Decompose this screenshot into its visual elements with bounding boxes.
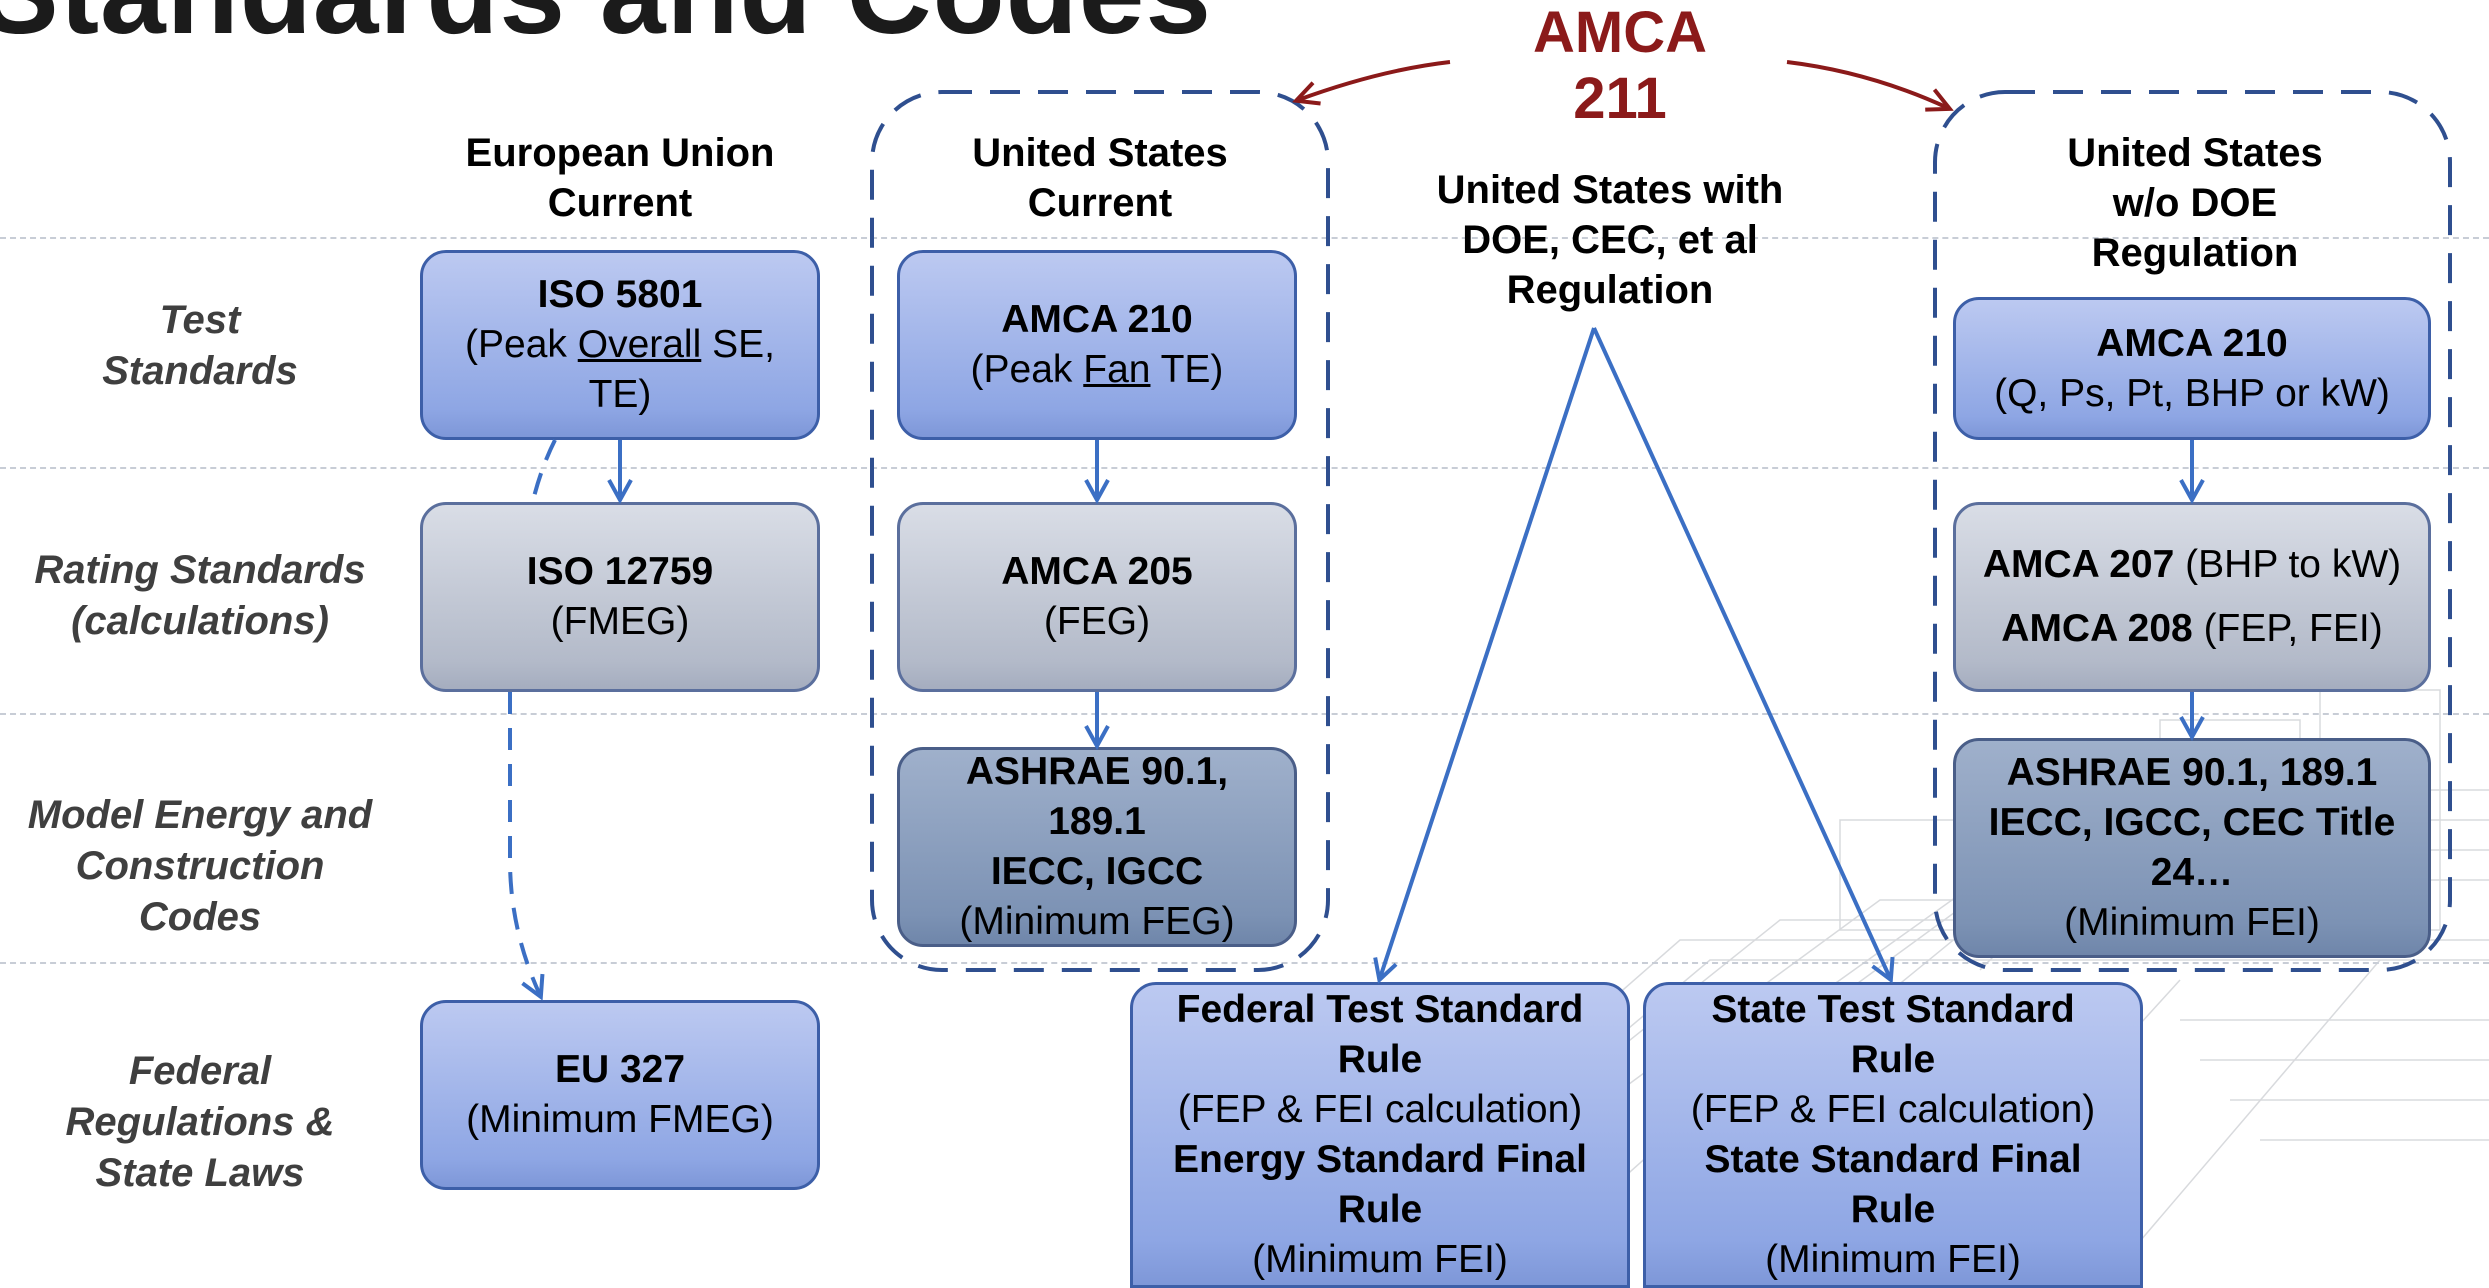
us-no-doe-group-border (1933, 90, 2452, 972)
amca-211-arrow-right (1786, 60, 1948, 108)
box-amca-210-no-doe: AMCA 210 (Q, Ps, Pt, BHP or kW) (1953, 297, 2431, 440)
dashed-connector-iso5801 (530, 439, 557, 506)
box-amca-210-us-current: AMCA 210 (Peak Fan TE) (897, 250, 1297, 440)
box-eu-327: EU 327 (Minimum FMEG) (420, 1000, 820, 1190)
slide-title: Standards and Codes (0, 0, 1212, 52)
amca-211-arrow-left (1298, 60, 1451, 100)
box-amca-205: AMCA 205 (FEG) (897, 502, 1297, 692)
box-ashrae-us-current: ASHRAE 90.1, 189.1 IECC, IGCC (Minimum F… (897, 747, 1297, 947)
us-current-group-border (870, 90, 1330, 972)
arrow-doe-to-state-rule (1592, 327, 1895, 984)
row-divider-1 (0, 237, 2489, 239)
row-divider-2 (0, 467, 2489, 469)
dashed-arrow-iso12759-to-eu327 (508, 692, 545, 1001)
arrow-doe-to-federal-rule (1373, 327, 1596, 984)
box-amca-207-208: AMCA 207 (BHP to kW) AMCA 208 (FEP, FEI) (1953, 502, 2431, 692)
row-divider-3 (0, 713, 2489, 715)
row-divider-4 (0, 962, 2489, 964)
box-ashrae-no-doe: ASHRAE 90.1, 189.1 IECC, IGCC, CEC Title… (1953, 738, 2431, 958)
box-iso-5801: ISO 5801 (Peak Overall SE, TE) (420, 250, 820, 440)
box-iso-12759: ISO 12759 (FMEG) (420, 502, 820, 692)
box-state-test-standard-rule: State Test Standard Rule (FEP & FEI calc… (1643, 982, 2143, 1288)
row-label-rating-standards: Rating Standards(calculations) (34, 548, 366, 643)
